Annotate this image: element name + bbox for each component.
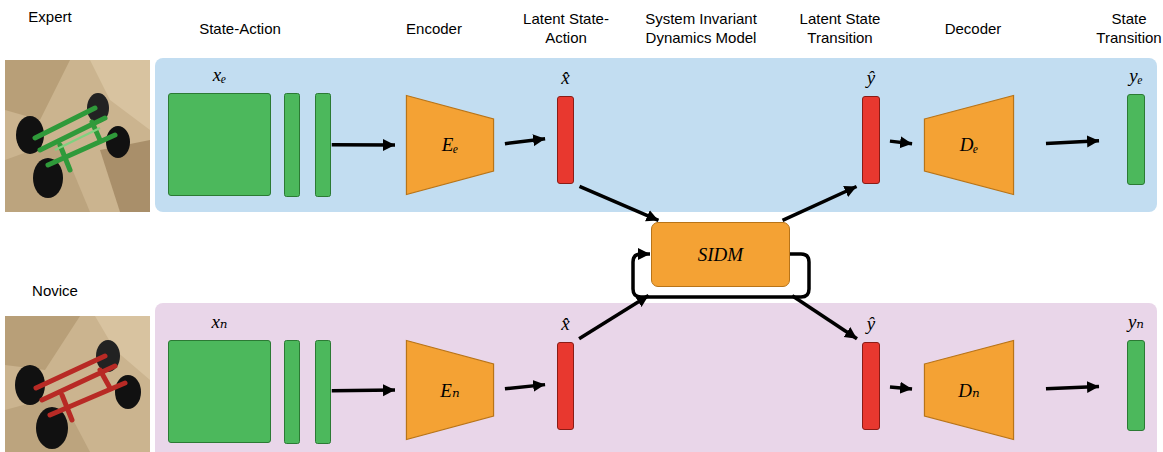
state-action-block: xₑ [168,93,271,196]
text-holder: Dₑ [924,95,1014,195]
state-transition-vector: yₙ [1127,340,1145,431]
encoder: Eₑ [406,95,494,195]
column-header: Encoder [384,8,484,48]
flow-arrow [792,296,857,339]
text-holder: SIDM [652,223,789,286]
column-header: Latent State-Action [510,8,622,48]
flow-arrow [579,295,648,338]
decoder: Dₙ [924,340,1014,440]
flow-arrow [890,141,912,144]
dynamics-model: SIDM [651,222,790,287]
column-header: Latent State Transition [786,8,894,48]
flow-arrow [890,387,912,389]
column-header: System Invariant Dynamics Model [630,8,772,48]
block-label: Dₑ [960,134,979,156]
block-label: Eₑ [442,134,459,156]
flow-arrow [783,186,857,220]
block-label: Eₙ [440,379,459,402]
text-holder: Eₙ [406,340,494,440]
flow-arrow [505,385,545,389]
column-header: State Transition [1084,8,1163,48]
row-label: Expert [10,4,90,28]
vector-label: x̂ [561,67,569,89]
latent-vector: ŷ [862,342,880,430]
vector-label: yₑ [1129,65,1142,87]
expert-band [155,58,1157,212]
state-transition-vector: yₑ [1127,94,1145,185]
vector-label: ŷ [867,313,875,335]
latent-vector: x̂ [557,96,574,184]
novice-band [155,303,1157,452]
expert-car-image [5,60,150,212]
flow-arrow [1046,141,1099,144]
encoder: Eₙ [406,340,494,440]
vector-label: xₙ [211,311,227,333]
flow-arrow [505,139,545,144]
novice-car-image [5,316,150,452]
flow-arrow [332,143,395,147]
text-holder: Dₙ [924,340,1014,440]
flow-arrow [1046,387,1099,389]
block-label: Dₙ [958,379,979,402]
latent-vector: ŷ [862,96,880,184]
vector-label: x̂ [561,313,569,335]
latent-vector: x̂ [557,342,574,430]
vector-label: ŷ [867,67,875,89]
vector-label: yₙ [1128,311,1144,333]
flow-arrow [580,186,659,220]
vector-label: xₑ [213,64,226,86]
decoder: Dₑ [924,95,1014,195]
text-holder: Eₑ [406,95,494,195]
flow-arrow [332,388,395,392]
row-label: Novice [15,278,95,302]
column-header: Decoder [923,8,1023,48]
action-bars [285,94,331,444]
block-label: SIDM [698,244,743,266]
state-action-block: xₙ [168,340,271,443]
column-header: State-Action [185,8,295,48]
